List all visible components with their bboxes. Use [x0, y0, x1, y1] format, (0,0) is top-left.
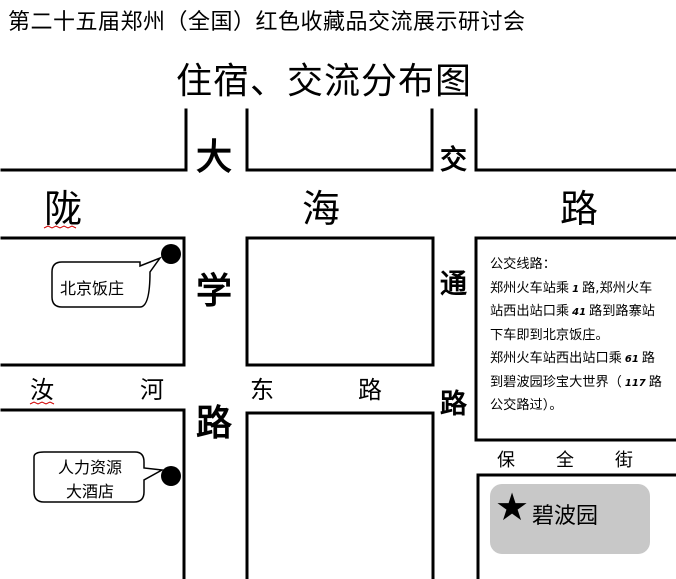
beijing-hotel-label: 北京饭庄	[60, 279, 125, 298]
road-daxue-char-2: 学	[196, 271, 233, 312]
renli-hotel-callout	[33, 451, 165, 503]
block-nw-edge	[0, 108, 188, 172]
block-center	[245, 236, 435, 367]
renli-hotel-label-line2: 大酒店	[65, 482, 114, 501]
star-icon: ★	[495, 485, 530, 529]
bibo-garden-block	[490, 484, 650, 554]
road-daxue-char-3: 路	[196, 403, 233, 444]
beijing-hotel-callout	[51, 256, 163, 308]
beijing-hotel-marker	[161, 244, 181, 264]
renli-hotel-label-line1: 人力资源	[57, 458, 122, 477]
road-longhai-char-1: 陇	[44, 187, 83, 231]
road-longhai-char-3: 路	[560, 187, 599, 231]
block-n-edge	[245, 108, 434, 172]
road-baoquan-char-3: 街	[615, 450, 633, 471]
page-title: 第二十五届郑州（全国）红色收藏品交流展示研讨会	[8, 10, 526, 35]
road-longhai-char-2: 海	[302, 187, 341, 231]
spell-underline	[43, 225, 77, 229]
bus-info-title: 公交线路：	[490, 257, 556, 272]
road-ruhedong-char-2: 河	[140, 376, 164, 404]
renli-hotel-marker	[161, 466, 181, 486]
road-jiaotong-char-3: 路	[440, 389, 467, 420]
road-ruhedong-char-1: 汝	[30, 376, 54, 404]
road-daxue-char-1: 大	[196, 137, 233, 178]
road-baoquan-char-1: 保	[497, 450, 515, 471]
bus-info-line: 下车即到北京饭庄。	[490, 327, 609, 343]
road-ruhedong-char-3: 东	[250, 376, 274, 404]
block-bus-info	[474, 236, 676, 442]
renli-hotel-label: 人力资源 大酒店	[40, 456, 140, 504]
block-renli	[0, 408, 186, 579]
road-ruhedong-char-4: 路	[358, 376, 382, 404]
road-jiaotong-char-2: 通	[440, 269, 467, 300]
spell-underline	[29, 401, 55, 405]
block-bibo	[476, 473, 676, 579]
block-south	[245, 411, 435, 579]
bus-info-line: 公交路过）。	[490, 398, 563, 413]
road-jiaotong-char-1: 交	[440, 145, 467, 176]
road-baoquan-char-2: 全	[556, 450, 574, 471]
block-beijing-hotel	[0, 236, 186, 367]
block-ne-edge	[474, 108, 676, 172]
bibo-garden-label: 碧波园	[532, 504, 599, 529]
page-subtitle: 住宿、交流分布图	[176, 61, 473, 102]
